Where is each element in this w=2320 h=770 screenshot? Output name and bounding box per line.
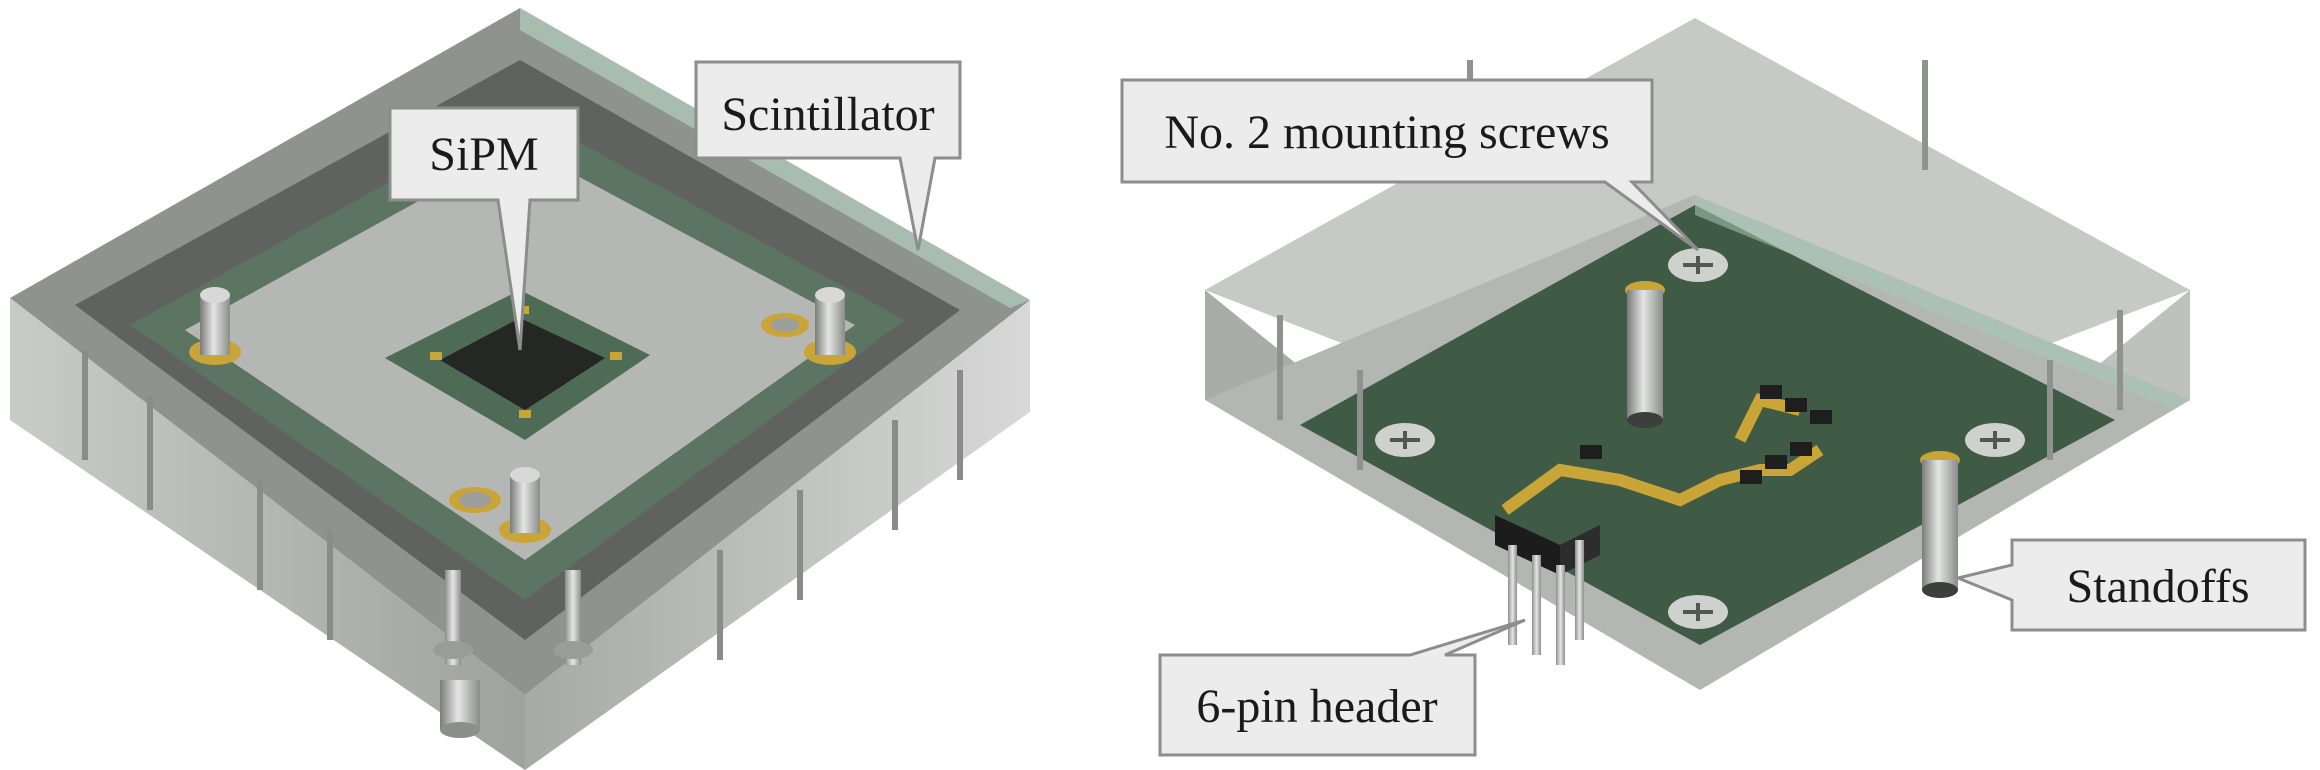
- callout-scintillator: Scintillator: [694, 60, 962, 251]
- sipm-chip: [440, 318, 605, 410]
- left-detector-assembly: [10, 8, 1030, 770]
- left-screw-e: [761, 313, 809, 337]
- six-pin-header: [1495, 515, 1600, 665]
- callout-mounting-screws-label: No. 2 mounting screws: [1164, 106, 1609, 159]
- right-pcb-edge: [1695, 195, 2190, 408]
- right-threaded-inserts: [1277, 60, 2123, 470]
- callout-sipm-label: SiPM: [429, 128, 538, 181]
- right-smd-components: [1580, 385, 1832, 484]
- left-screw-s: [449, 487, 501, 513]
- right-screw-left: [1375, 423, 1435, 457]
- left-scintillator-left-face: [10, 298, 525, 770]
- callout-pin-header-label: 6-pin header: [1196, 680, 1437, 733]
- right-standoff-center: [1625, 281, 1665, 428]
- callout-scintillator-label: Scintillator: [721, 88, 934, 141]
- callout-standoffs-label: Standoffs: [2066, 560, 2249, 613]
- left-bottom-screws: [433, 570, 593, 738]
- right-screw-right: [1965, 423, 2025, 457]
- left-standoff-s: [499, 467, 551, 543]
- left-standoff-nw: [189, 287, 241, 365]
- callout-standoffs: Standoffs: [1953, 538, 2307, 632]
- left-scintillator-right-face: [525, 300, 1030, 770]
- right-standoff-east: [1920, 451, 1960, 598]
- callout-mounting-screws: No. 2 mounting screws: [1120, 78, 1700, 252]
- left-standoff-ne: [804, 287, 856, 365]
- callout-pin-header: 6-pin header: [1158, 618, 1526, 757]
- right-screw-top: [1668, 248, 1728, 282]
- right-screw-bottom: [1668, 595, 1728, 629]
- callout-sipm: SiPM: [388, 106, 580, 351]
- left-threaded-inserts: [82, 350, 963, 660]
